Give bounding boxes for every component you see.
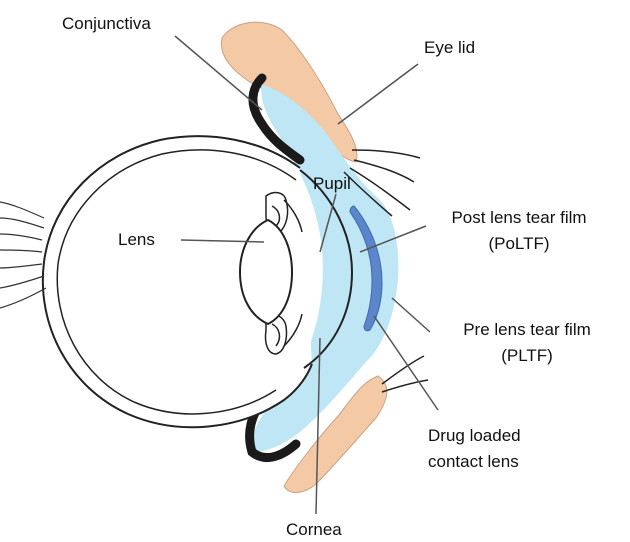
post-lens-tear-film-line2: (PoLTF) — [424, 234, 614, 254]
pre-lens-tear-film-label: Pre lens tear film (PLTF) — [438, 320, 616, 366]
post-lens-tear-film-label: Post lens tear film (PoLTF) — [424, 208, 614, 254]
drug-loaded-contact-lens-line1: Drug loaded — [428, 426, 521, 446]
eye-lid-label: Eye lid — [424, 38, 475, 58]
post-lens-tear-film-line1: Post lens tear film — [424, 208, 614, 228]
conjunctiva-label: Conjunctiva — [62, 14, 151, 34]
pre-lens-tear-film-line1: Pre lens tear film — [438, 320, 616, 340]
optic-nerve-fibers — [0, 202, 46, 308]
cornea-label: Cornea — [286, 520, 342, 540]
lens-label: Lens — [118, 230, 155, 250]
drug-loaded-contact-lens-label: Drug loaded contact lens — [428, 426, 521, 472]
pupil-label: Pupil — [313, 174, 351, 194]
pre-lens-tear-film-line2: (PLTF) — [438, 346, 616, 366]
drug-loaded-contact-lens-line2: contact lens — [428, 452, 521, 472]
